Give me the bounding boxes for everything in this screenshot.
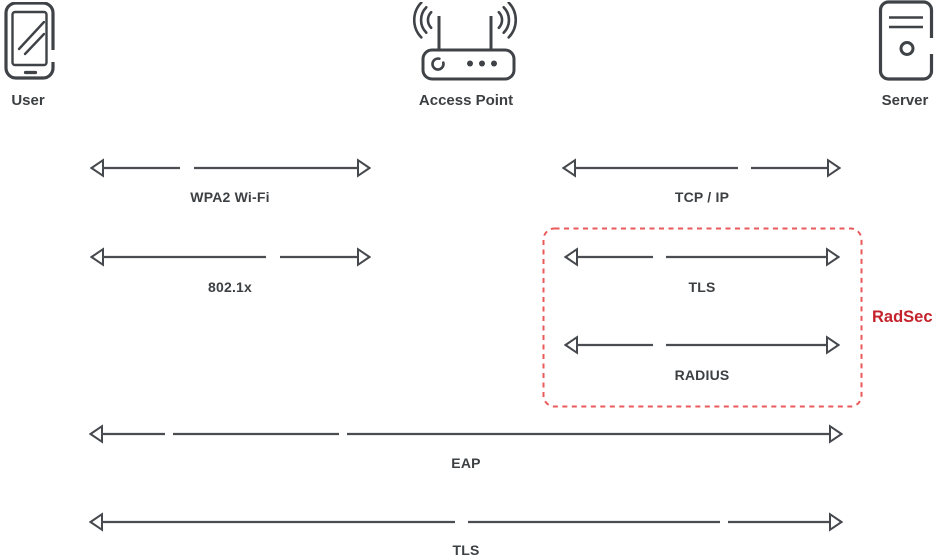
double-arrow-icon [562, 158, 841, 178]
tcp-ip-link-arrow [562, 158, 841, 178]
802-1x-link-label: 802.1x [207, 279, 253, 295]
radius-link-arrow [564, 335, 840, 355]
tls-end-to-end-link-label: TLS [452, 542, 480, 558]
radsec-group-box [542, 227, 864, 409]
user-node [4, 2, 56, 82]
user-node-label: User [11, 92, 45, 109]
access-point-node-label: Access Point [418, 92, 514, 109]
double-arrow-icon [564, 335, 840, 355]
tcp-ip-link-label: TCP / IP [674, 189, 730, 205]
access-point-node [403, 2, 523, 84]
radius-link-label: RADIUS [674, 367, 730, 383]
tls-radsec-link-arrow [564, 247, 840, 267]
double-arrow-icon [89, 512, 843, 532]
radsec-group-label: RadSec [872, 308, 933, 326]
double-arrow-icon [90, 247, 371, 267]
tls-radsec-link-label: TLS [688, 279, 716, 295]
wpa2-wifi-link-arrow [90, 158, 371, 178]
double-arrow-icon [564, 247, 840, 267]
smartphone-icon [4, 2, 56, 80]
tls-end-to-end-link-arrow [89, 512, 843, 532]
server-tower-icon [878, 0, 938, 81]
server-node-label: Server [881, 92, 929, 109]
server-node [876, 0, 938, 84]
eap-link-arrow [89, 424, 843, 444]
double-arrow-icon [89, 424, 843, 444]
802-1x-link-arrow [90, 247, 371, 267]
eap-link-label: EAP [451, 455, 481, 471]
wifi-router-icon [412, 2, 518, 81]
wpa2-wifi-link-label: WPA2 Wi-Fi [190, 189, 270, 205]
double-arrow-icon [90, 158, 371, 178]
